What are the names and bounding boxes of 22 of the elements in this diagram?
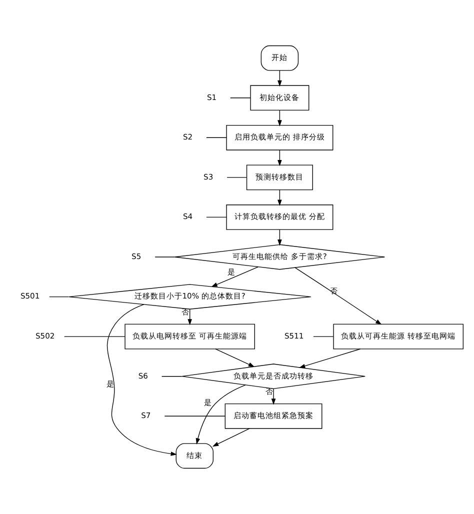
arrow [298, 348, 361, 368]
arrow [278, 190, 282, 206]
connector [161, 376, 182, 377]
arrow [106, 304, 177, 456]
arrow [278, 70, 282, 87]
arrow [188, 308, 192, 326]
connector [313, 336, 334, 337]
connector [64, 336, 126, 337]
arrow [278, 229, 282, 246]
arrow [278, 150, 282, 166]
arrow [294, 267, 382, 325]
connector [49, 296, 69, 298]
arrow [278, 110, 282, 126]
connector [154, 256, 176, 258]
arrow [196, 384, 246, 444]
connector [226, 177, 247, 178]
arrow [211, 266, 259, 287]
arrow [215, 348, 255, 367]
arrow [271, 388, 276, 405]
connector [206, 216, 227, 218]
arrow [212, 428, 250, 447]
connector [206, 137, 227, 138]
